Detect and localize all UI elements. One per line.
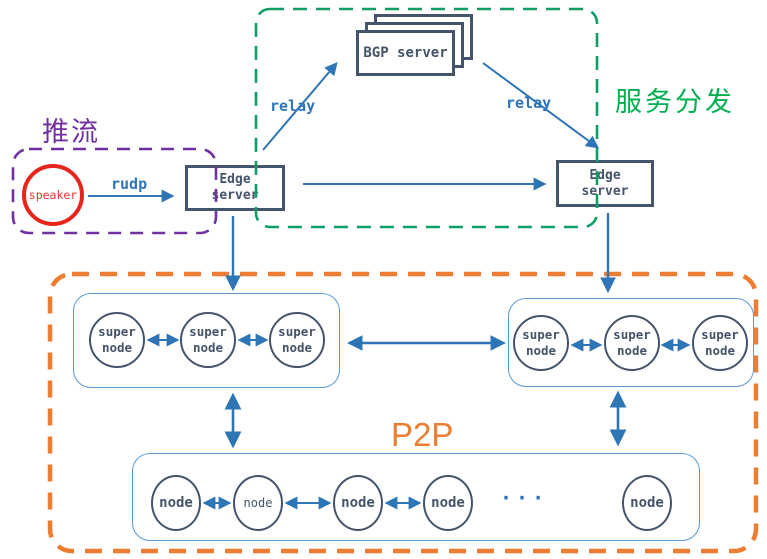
super-node-label: super node <box>189 323 227 355</box>
node: node <box>622 475 672 531</box>
super-node: super node <box>269 312 325 368</box>
relay-left-label: relay <box>270 97 316 115</box>
speaker-label: speaker <box>28 188 78 202</box>
super-node: super node <box>692 315 748 371</box>
p2p-title: P2P <box>391 416 454 453</box>
edge-server-left-label: Edge server <box>211 172 259 203</box>
node: node <box>423 475 473 531</box>
node-label: node <box>243 496 273 510</box>
bgp-server-label: BGP server <box>363 45 448 61</box>
super-node: super node <box>513 315 569 371</box>
ellipsis-label: ··· <box>500 486 549 510</box>
super-node: super node <box>180 312 236 368</box>
node-label: node <box>630 495 664 511</box>
super-node-label: super node <box>278 323 316 355</box>
super-node: super node <box>89 312 145 368</box>
speaker-node: speaker <box>22 164 84 226</box>
super-node-label: super node <box>98 323 136 355</box>
super-node-label: super node <box>701 326 739 358</box>
push-stream-title: 推流 <box>42 117 100 148</box>
service-distribution-title: 服务分发 <box>615 87 735 118</box>
edge-server-left-box: Edge server <box>185 165 285 211</box>
super-node-label: super node <box>522 326 560 358</box>
edge-server-right-box: Edge server <box>556 160 654 207</box>
super-node: super node <box>604 315 660 371</box>
node: node <box>233 475 283 531</box>
edge-server-right-label: Edge server <box>581 167 629 199</box>
super-node-label: super node <box>613 326 651 358</box>
node-group <box>132 453 700 541</box>
relay-right-label: relay <box>506 94 552 112</box>
bgp-server-box: BGP server <box>356 30 455 76</box>
node-label: node <box>341 495 375 511</box>
rudp-label: rudp <box>111 175 148 193</box>
node-label: node <box>159 495 193 511</box>
node: node <box>151 475 201 531</box>
node: node <box>333 475 383 531</box>
node-label: node <box>431 495 465 511</box>
